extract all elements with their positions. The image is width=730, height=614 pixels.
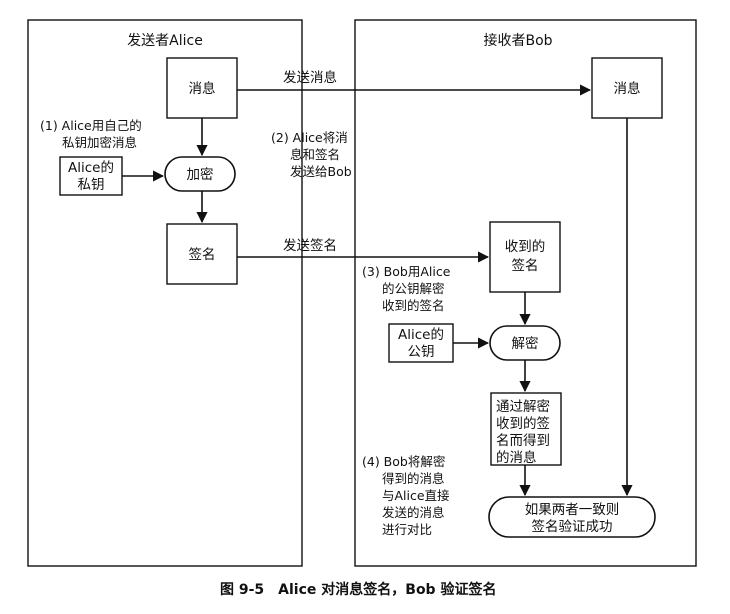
- received-signature-line-2: 签名: [512, 257, 539, 274]
- step-3-line-3: 收到的签名: [382, 298, 445, 313]
- verify-node: 如果两者一致则 签名验证成功: [488, 496, 656, 538]
- verify-line-1: 如果两者一致则: [525, 502, 620, 518]
- receiver-message-box: 消息: [591, 57, 663, 119]
- decrypted-message-line-1: 通过解密: [496, 398, 550, 415]
- alice-private-key-line-2: 私钥: [78, 177, 105, 193]
- decrypted-message-line-4: 的消息: [496, 449, 537, 466]
- decrypted-message-line-3: 名而得到: [496, 432, 550, 449]
- encrypt-label: 加密: [187, 166, 214, 183]
- figure-caption: 图 9-5 Alice 对消息签名，Bob 验证签名: [220, 581, 496, 598]
- step-3-note: (3) Bob用Alice 的公钥解密 收到的签名: [362, 264, 451, 313]
- verify-line-2: 签名验证成功: [532, 518, 613, 535]
- alice-public-key-line-1: Alice的: [398, 327, 444, 343]
- alice-private-key-box: Alice的 私钥: [59, 156, 123, 196]
- step-4-line-2: 得到的消息: [382, 471, 445, 486]
- alice-public-key-line-2: 公钥: [408, 344, 435, 360]
- sender-panel: 发送者Alice: [27, 19, 303, 567]
- send-message-label: 发送消息: [283, 69, 337, 86]
- step-2-line-3: 发送给Bob: [290, 164, 352, 179]
- step-2-note: (2) Alice将消 息和签名 发送给Bob: [271, 130, 352, 179]
- decrypted-message-box: 通过解密 收到的签 名而得到 的消息: [490, 392, 562, 466]
- step-4-line-3: 与Alice直接: [382, 488, 450, 503]
- received-signature-box: 收到的 签名: [489, 221, 561, 293]
- alice-private-key-line-1: Alice的: [68, 160, 114, 176]
- decrypted-message-line-2: 收到的签: [496, 415, 550, 432]
- send-signature-label: 发送签名: [283, 237, 337, 254]
- sender-message-box: 消息: [166, 57, 238, 119]
- step-1-line-2: 私钥加密消息: [62, 135, 137, 150]
- step-4-note: (4) Bob将解密 得到的消息 与Alice直接 发送的消息 进行对比: [362, 454, 450, 537]
- sender-panel-title: 发送者Alice: [127, 33, 203, 49]
- step-2-line-2: 息和签名: [290, 147, 340, 162]
- received-signature-line-1: 收到的: [505, 239, 546, 255]
- step-1-line-1: (1) Alice用自己的: [40, 118, 142, 133]
- decrypt-label: 解密: [512, 335, 539, 352]
- decrypt-node: 解密: [489, 325, 561, 361]
- sender-message-label: 消息: [189, 80, 216, 97]
- step-4-line-4: 发送的消息: [382, 505, 445, 520]
- step-1-note: (1) Alice用自己的 私钥加密消息: [40, 118, 142, 150]
- receiver-message-label: 消息: [614, 80, 641, 97]
- step-4-line-5: 进行对比: [382, 522, 432, 537]
- step-3-line-2: 的公钥解密: [382, 281, 445, 296]
- encrypt-node: 加密: [164, 156, 236, 192]
- receiver-panel-title: 接收者Bob: [483, 32, 552, 49]
- step-4-line-1: (4) Bob将解密: [362, 454, 445, 469]
- alice-public-key-box: Alice的 公钥: [388, 323, 454, 363]
- step-3-line-1: (3) Bob用Alice: [362, 264, 451, 279]
- step-2-line-1: (2) Alice将消: [271, 130, 348, 145]
- signature-label: 签名: [189, 246, 216, 263]
- signature-box: 签名: [166, 223, 238, 285]
